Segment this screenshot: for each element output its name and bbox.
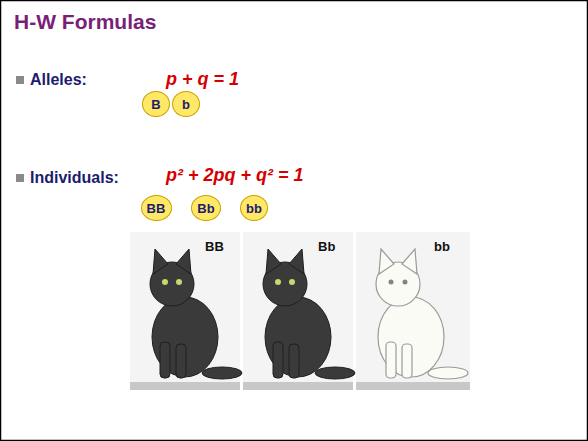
section-heading: Alleles:	[30, 71, 87, 89]
cat-panel	[356, 232, 470, 390]
cat-panel	[130, 232, 242, 390]
genotype-label: BB	[205, 240, 224, 255]
slide-title: H-W Formulas	[14, 10, 156, 34]
allele-text: b	[182, 97, 190, 112]
black-cat	[263, 249, 355, 379]
allele-text: bb	[246, 201, 262, 216]
formula: p² + 2pq + q² = 1	[166, 165, 304, 186]
genotype-label: Bb	[318, 240, 335, 255]
allele-circle: bb	[240, 195, 268, 221]
section-heading: Individuals:	[30, 169, 119, 187]
allele-circle: b	[172, 91, 200, 117]
allele-text: B	[151, 97, 160, 112]
bullet	[16, 76, 24, 84]
black-cat	[150, 249, 242, 379]
white-cat	[376, 249, 468, 379]
genotype-label: bb	[434, 240, 450, 255]
cat-panel	[243, 232, 355, 390]
allele-circle: B	[142, 91, 170, 117]
allele-circle: Bb	[191, 195, 221, 221]
allele-text: BB	[147, 201, 166, 216]
formula: p + q = 1	[166, 69, 239, 90]
allele-circle: BB	[141, 195, 172, 221]
bullet	[16, 174, 24, 182]
allele-text: Bb	[197, 201, 214, 216]
